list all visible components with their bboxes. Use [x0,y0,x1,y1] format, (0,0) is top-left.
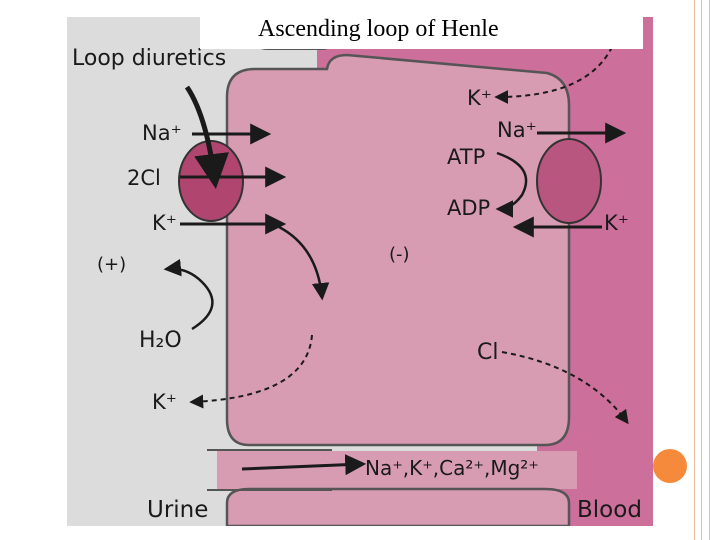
h2o-label: H₂O [139,328,182,353]
na-k-atpase-pump [536,138,602,224]
cl-label: 2Cl [127,166,161,190]
k-pump-label: K⁺ [604,211,629,235]
atp-adp-arrow [495,151,528,218]
urine-label: Urine [147,497,208,523]
cl-exit-label: Cl [477,340,498,365]
k-recycle-arrow [278,225,330,301]
paracellular-arrow [241,454,367,476]
k-label: K⁺ [152,211,177,235]
k-top-arrow [494,46,613,104]
accent-dot [653,449,687,483]
lower-cell [225,487,571,526]
k-top-label: K⁺ [467,86,492,110]
slide-title: Ascending loop of Henle [258,16,499,42]
lumen-charge-label: (+) [97,254,126,275]
slide-border-decoration [694,0,702,540]
diuretic-block-arrow [184,85,229,189]
nephron-diagram: Loop diuretics Na⁺ 2Cl K⁺ (+) (-) H₂O K⁺… [67,17,653,526]
k-backleak-arrow [189,334,313,409]
atp-label: ATP [447,145,485,169]
blood-label: Blood [577,497,642,523]
k-backleak-label: K⁺ [152,390,177,414]
adp-label: ADP [447,196,490,220]
loop-diuretics-label: Loop diuretics [72,46,226,71]
cl-exit-arrow [501,351,629,425]
na-label: Na⁺ [142,121,182,145]
slide-border-line [709,0,710,540]
tight-junction [217,451,577,489]
title-background [200,14,643,49]
na-pump-label: Na⁺ [497,118,537,142]
cell-charge-label: (-) [389,244,410,265]
paracellular-label: Na⁺,K⁺,Ca²⁺,Mg²⁺ [365,456,539,480]
h2o-arrow [163,258,214,331]
